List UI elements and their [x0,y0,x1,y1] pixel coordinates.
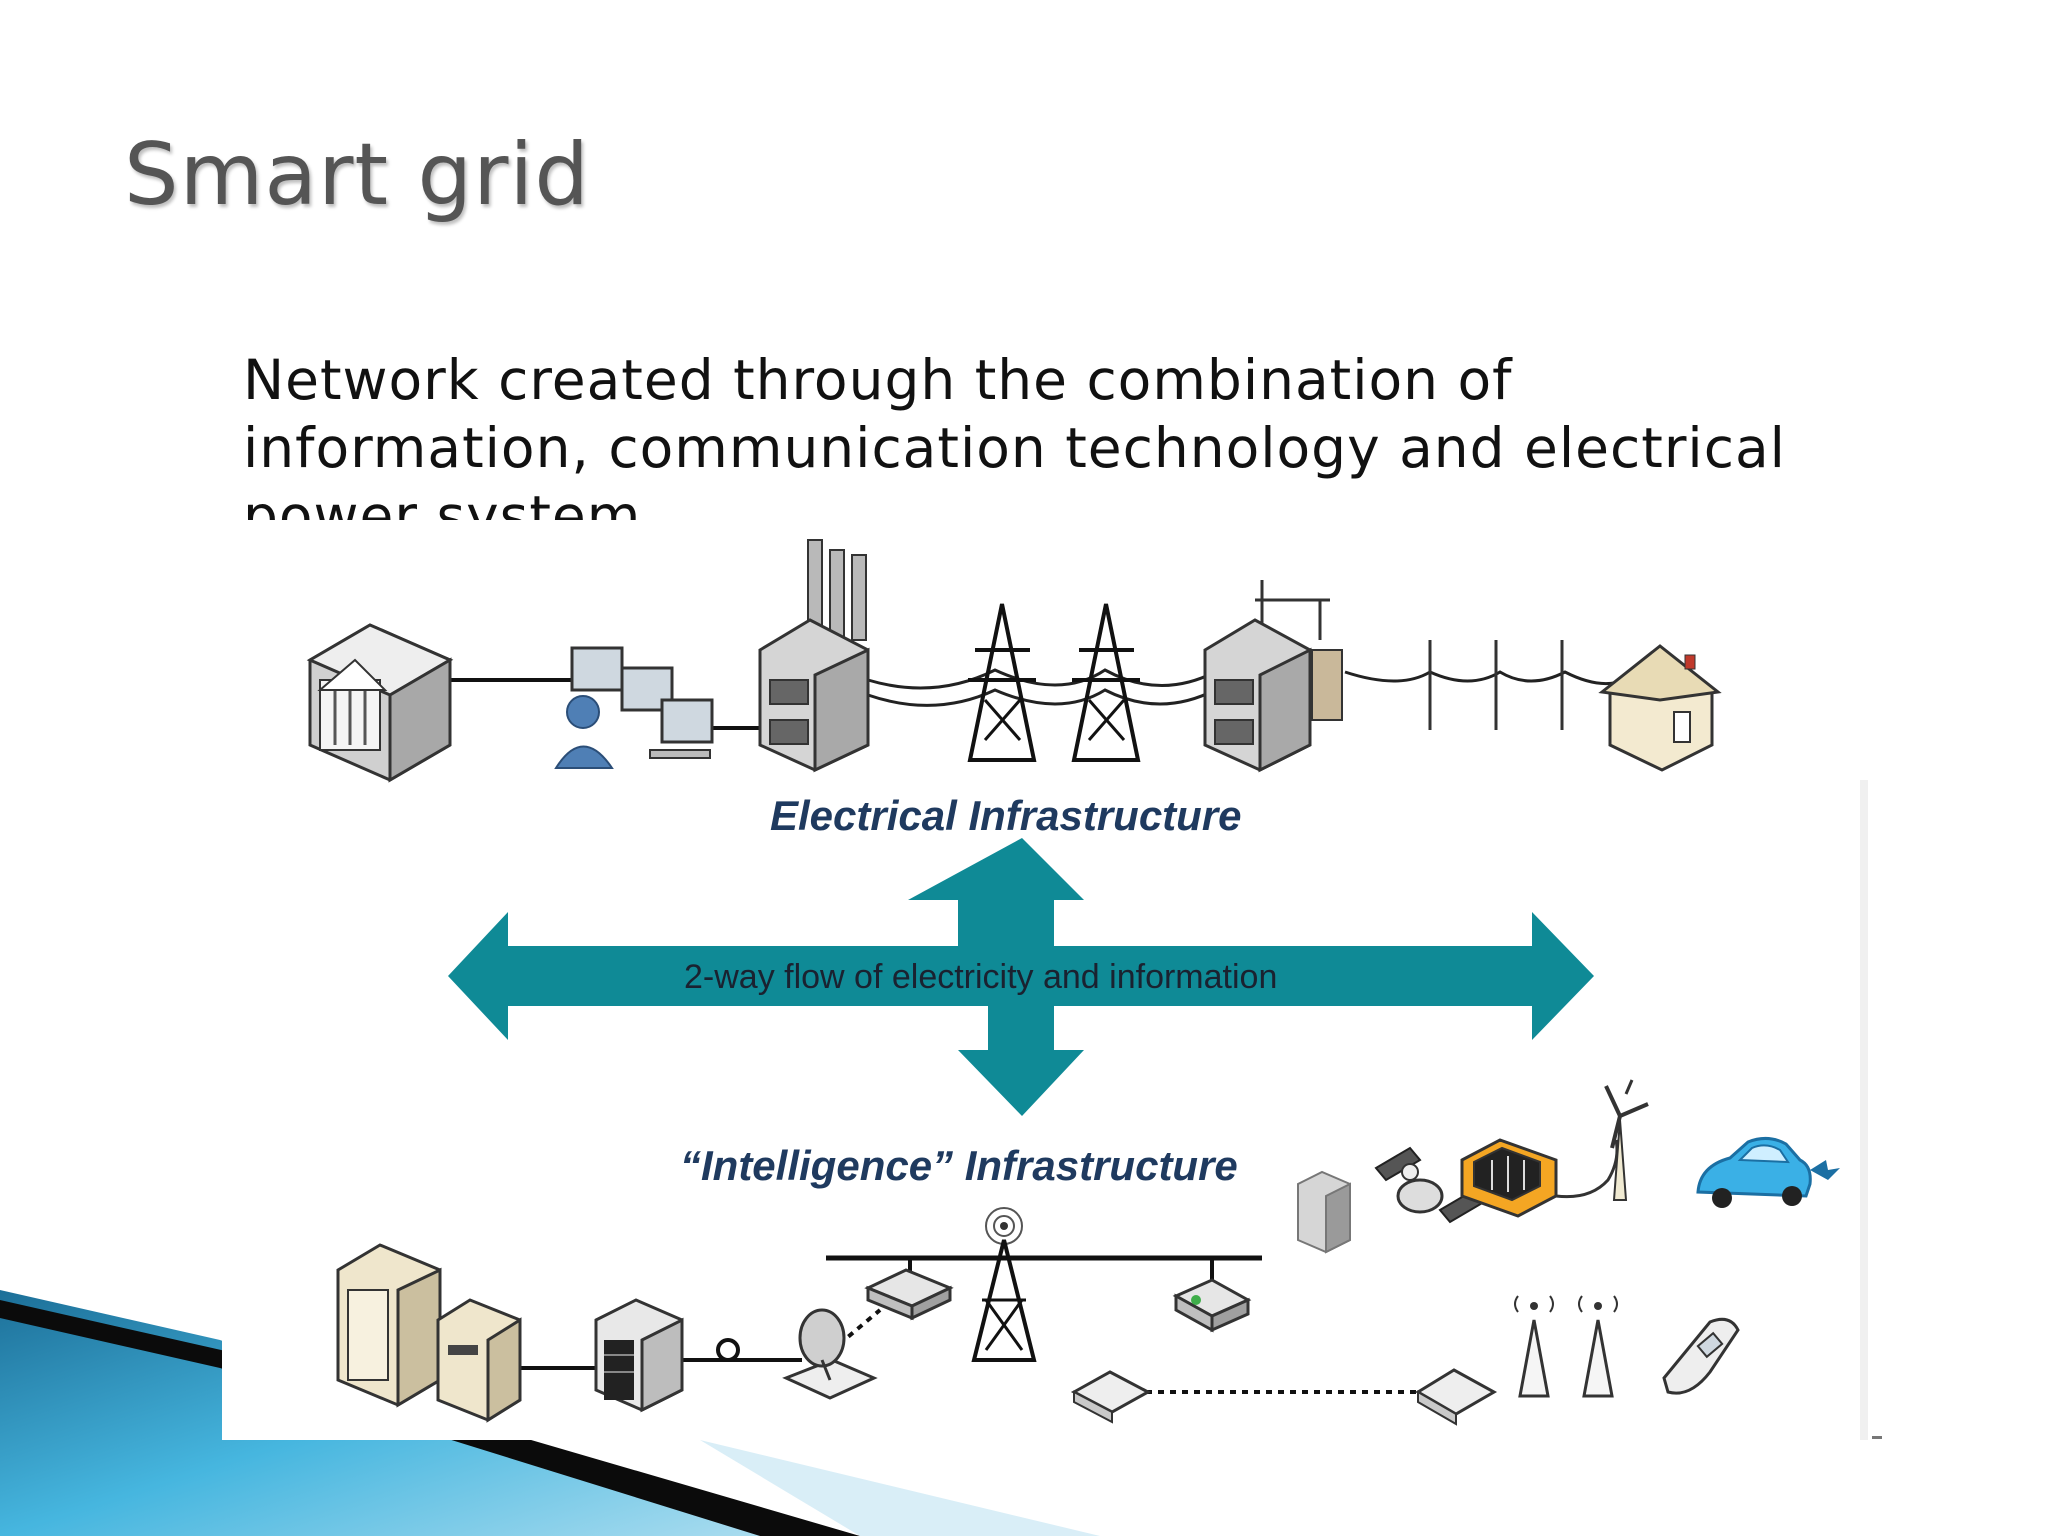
flow-label: 2-way flow of electricity and informatio… [684,958,1277,996]
electric-meter-icon [1297,1170,1351,1254]
access-point-icon [1415,1368,1498,1426]
substation-icon [1203,580,1343,773]
slide-body-text: Network created through the combination … [243,348,1786,548]
distribution-pole-icon [1428,640,1564,730]
power-plant-icon [306,623,454,783]
satellite-dish-icon [782,1308,878,1400]
wind-turbine-icon [1604,1079,1649,1201]
electrical-infrastructure-label: Electrical Infrastructure [770,792,1242,839]
house-icon [1598,644,1722,772]
router-icon [864,1268,954,1321]
modem-icon [1172,1278,1252,1333]
control-center-operator-icon [554,646,714,769]
electric-car-icon [1696,1137,1840,1208]
slide-title: Smart grid [124,125,590,225]
access-point-icon [1070,1370,1152,1424]
data-center-icon [594,1298,684,1413]
mobile-phone-icon [1662,1317,1740,1395]
intelligence-infrastructure-label: “Intelligence” Infrastructure [680,1142,1238,1189]
transmission-tower-icon [967,603,1037,762]
transmission-tower-icon [1071,603,1141,762]
server-icon [336,1243,522,1423]
wireless-antenna-icon [1578,1295,1618,1398]
wireless-antenna-icon [1514,1295,1554,1398]
cell-tower-icon [971,1207,1037,1362]
battery-storage-icon [1460,1138,1558,1218]
factory-icon [758,539,870,773]
two-way-flow-arrow: 2-way flow of electricity and informatio… [448,838,1594,1116]
